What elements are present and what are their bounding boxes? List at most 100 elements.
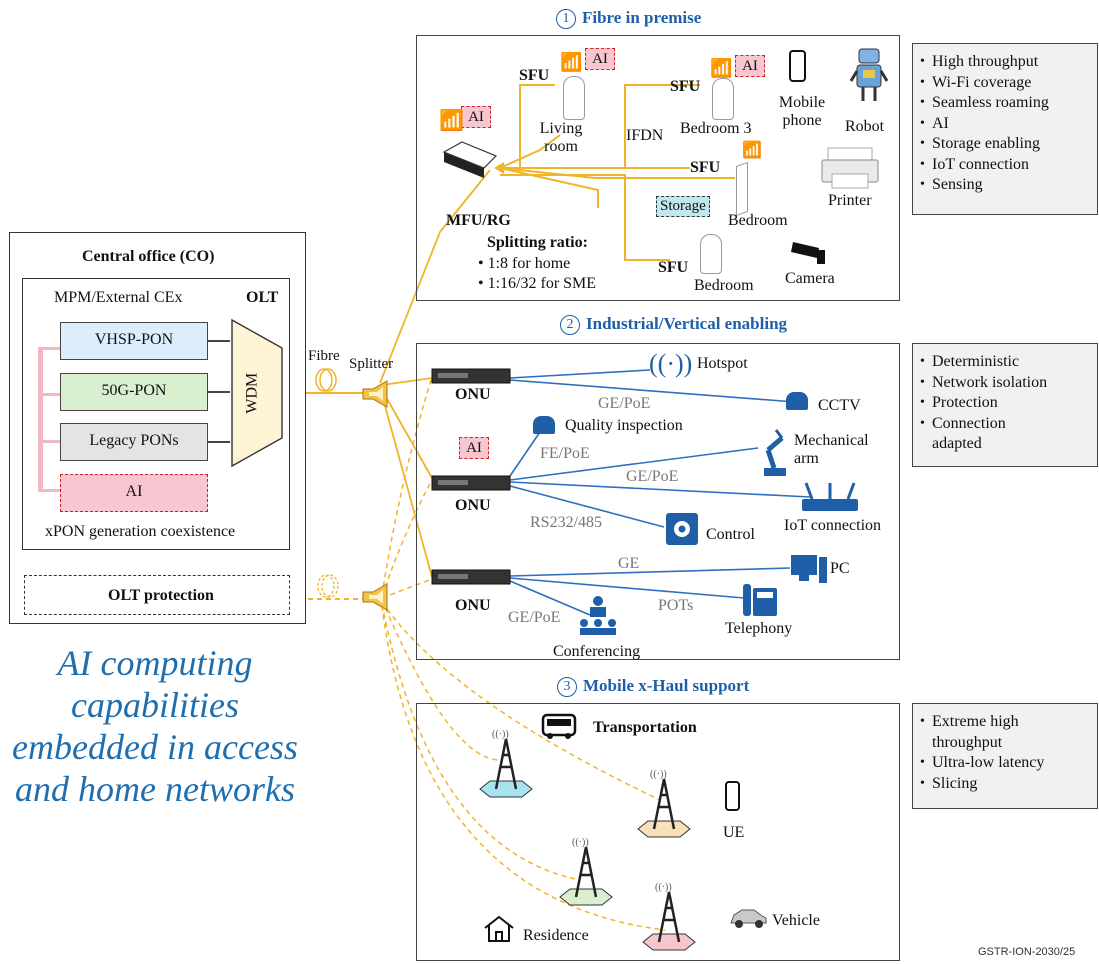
mobile-phone-icon xyxy=(789,50,806,82)
bedroom-bottom-label: Bedroom xyxy=(694,277,754,294)
mechanical-arm-icon xyxy=(764,429,786,476)
telephone-icon xyxy=(743,584,777,616)
cctv-icon xyxy=(786,392,808,410)
gepoe-label-2: GE/PoE xyxy=(626,468,679,485)
onu-1-label: ONU xyxy=(455,386,491,403)
wifi-bedroom-icon: 📶 xyxy=(742,142,762,159)
splitting-ratio-label: Splitting ratio: xyxy=(487,234,588,251)
onu-device-1-icon xyxy=(431,368,511,384)
ratio-home: • 1:8 for home xyxy=(478,255,571,272)
wdm-block xyxy=(231,318,283,468)
quality-inspection-icon xyxy=(533,416,555,434)
quality-inspection-label: Quality inspection xyxy=(565,417,683,434)
coexistence-label: xPON generation coexistence xyxy=(45,523,236,540)
fibre-coil-icon xyxy=(315,368,337,392)
mobile-features-box: Extreme high throughput Ultra-low latenc… xyxy=(912,703,1098,809)
feature-item: Extreme high throughput xyxy=(920,712,1082,753)
hotspot-icon: ((·)) xyxy=(649,349,693,378)
wifi-rg-icon: 📶 xyxy=(439,110,464,132)
figure-id: GSTR-ION-2030/25 xyxy=(978,946,1076,958)
feature-item: Deterministic xyxy=(920,352,1097,373)
50g-pon-box: 50G-PON xyxy=(60,373,208,411)
onu-device-2-icon xyxy=(431,475,511,491)
vhsp-pon-box: VHSP-PON xyxy=(60,322,208,360)
telephony-label: Telephony xyxy=(725,620,793,637)
control-label: Control xyxy=(706,526,755,543)
onu-device-3-icon xyxy=(431,569,511,585)
bedroom3-label: Bedroom 3 xyxy=(680,120,752,137)
mechanical-arm-label: Mechanical arm xyxy=(794,432,869,468)
rg-ai-tag: AI xyxy=(461,106,491,128)
pots-label: POTs xyxy=(658,597,694,614)
industrial-panel xyxy=(416,343,900,660)
splitter-label: Splitter xyxy=(349,356,394,372)
storage-label: Storage xyxy=(656,196,710,218)
svg-text:((·)): ((·)) xyxy=(572,837,589,848)
olt-protection-box xyxy=(24,575,290,615)
robot-label: Robot xyxy=(845,118,885,135)
wifi-living-icon: 📶 xyxy=(560,52,583,72)
pc-icon xyxy=(791,555,827,583)
living-room-label: Living room xyxy=(539,120,583,156)
living-sfu-device xyxy=(563,76,585,120)
base-station-3-icon: ((·)) xyxy=(559,837,613,906)
feature-item: Wi-Fi coverage xyxy=(920,73,1097,94)
ge-label: GE xyxy=(618,555,640,572)
fepoe-label: FE/PoE xyxy=(540,445,590,462)
ue-phone-icon xyxy=(725,781,740,811)
svg-text:((·)): ((·)) xyxy=(650,769,667,780)
feature-item: Seamless roaming xyxy=(920,93,1097,114)
wdm-label: WDM xyxy=(243,372,261,414)
printer-label: Printer xyxy=(828,192,872,209)
feature-item: Slicing xyxy=(920,774,1097,795)
living-ai-tag: AI xyxy=(585,48,615,70)
fibre-label: Fibre xyxy=(308,348,340,364)
pon-bracket xyxy=(38,347,60,492)
legacy-pons-box: Legacy PONs xyxy=(60,423,208,461)
sfu-bedroom-label: SFU xyxy=(690,159,721,176)
control-icon xyxy=(666,513,698,545)
mobile-panel xyxy=(416,703,900,961)
mpm-label: MPM/External CEx xyxy=(54,289,183,306)
caption: AI computing capabilities embedded in ac… xyxy=(12,643,298,809)
feature-item: Connection adapted xyxy=(920,414,1052,455)
premise-panel xyxy=(416,35,900,301)
hotspot-label: Hotspot xyxy=(697,355,748,372)
gepoe-label-1: GE/PoE xyxy=(598,395,651,412)
residence-label: Residence xyxy=(523,927,589,944)
fibre-coil-dashed-icon xyxy=(317,574,339,598)
sfu-bedroom3-label: SFU xyxy=(670,78,701,95)
camera-label: Camera xyxy=(785,270,835,287)
bus-icon xyxy=(541,713,577,739)
ratio-sme: • 1:16/32 for SME xyxy=(478,275,597,292)
premise-features-box: High throughput Wi-Fi coverage Seamless … xyxy=(912,43,1098,215)
house-icon xyxy=(484,915,514,942)
central-office-title: Central office (CO) xyxy=(82,248,215,265)
bedroom-sfu-device xyxy=(736,161,748,217)
feature-item: AI xyxy=(920,114,1097,135)
feature-item: Ultra-low latency xyxy=(920,753,1097,774)
svg-text:((·)): ((·)) xyxy=(655,882,672,893)
onu-2-label: ONU xyxy=(455,497,491,514)
feature-item: Storage enabling xyxy=(920,134,1097,155)
sfu-living-label: SFU xyxy=(519,67,550,84)
printer-icon xyxy=(821,147,879,189)
base-station-1-icon: ((·)) xyxy=(479,729,533,798)
olt-protection-label: OLT protection xyxy=(108,587,214,604)
splitter-protection-icon xyxy=(362,583,388,611)
feature-item: IoT connection xyxy=(920,155,1097,176)
bedroom-bottom-sfu-device xyxy=(700,234,722,274)
co-ai-box: AI xyxy=(60,474,208,512)
rs232-label: RS232/485 xyxy=(530,514,603,531)
ue-label: UE xyxy=(723,824,745,841)
camera-icon xyxy=(791,242,825,264)
cctv-label: CCTV xyxy=(818,397,861,414)
ifdn-label: IFDN xyxy=(626,127,664,144)
feature-item: High throughput xyxy=(920,52,1097,73)
bedroom3-ai-tag: AI xyxy=(735,55,765,77)
conferencing-icon xyxy=(580,596,616,635)
feature-item: Network isolation xyxy=(920,373,1097,394)
bedroom3-sfu-device xyxy=(712,78,734,120)
